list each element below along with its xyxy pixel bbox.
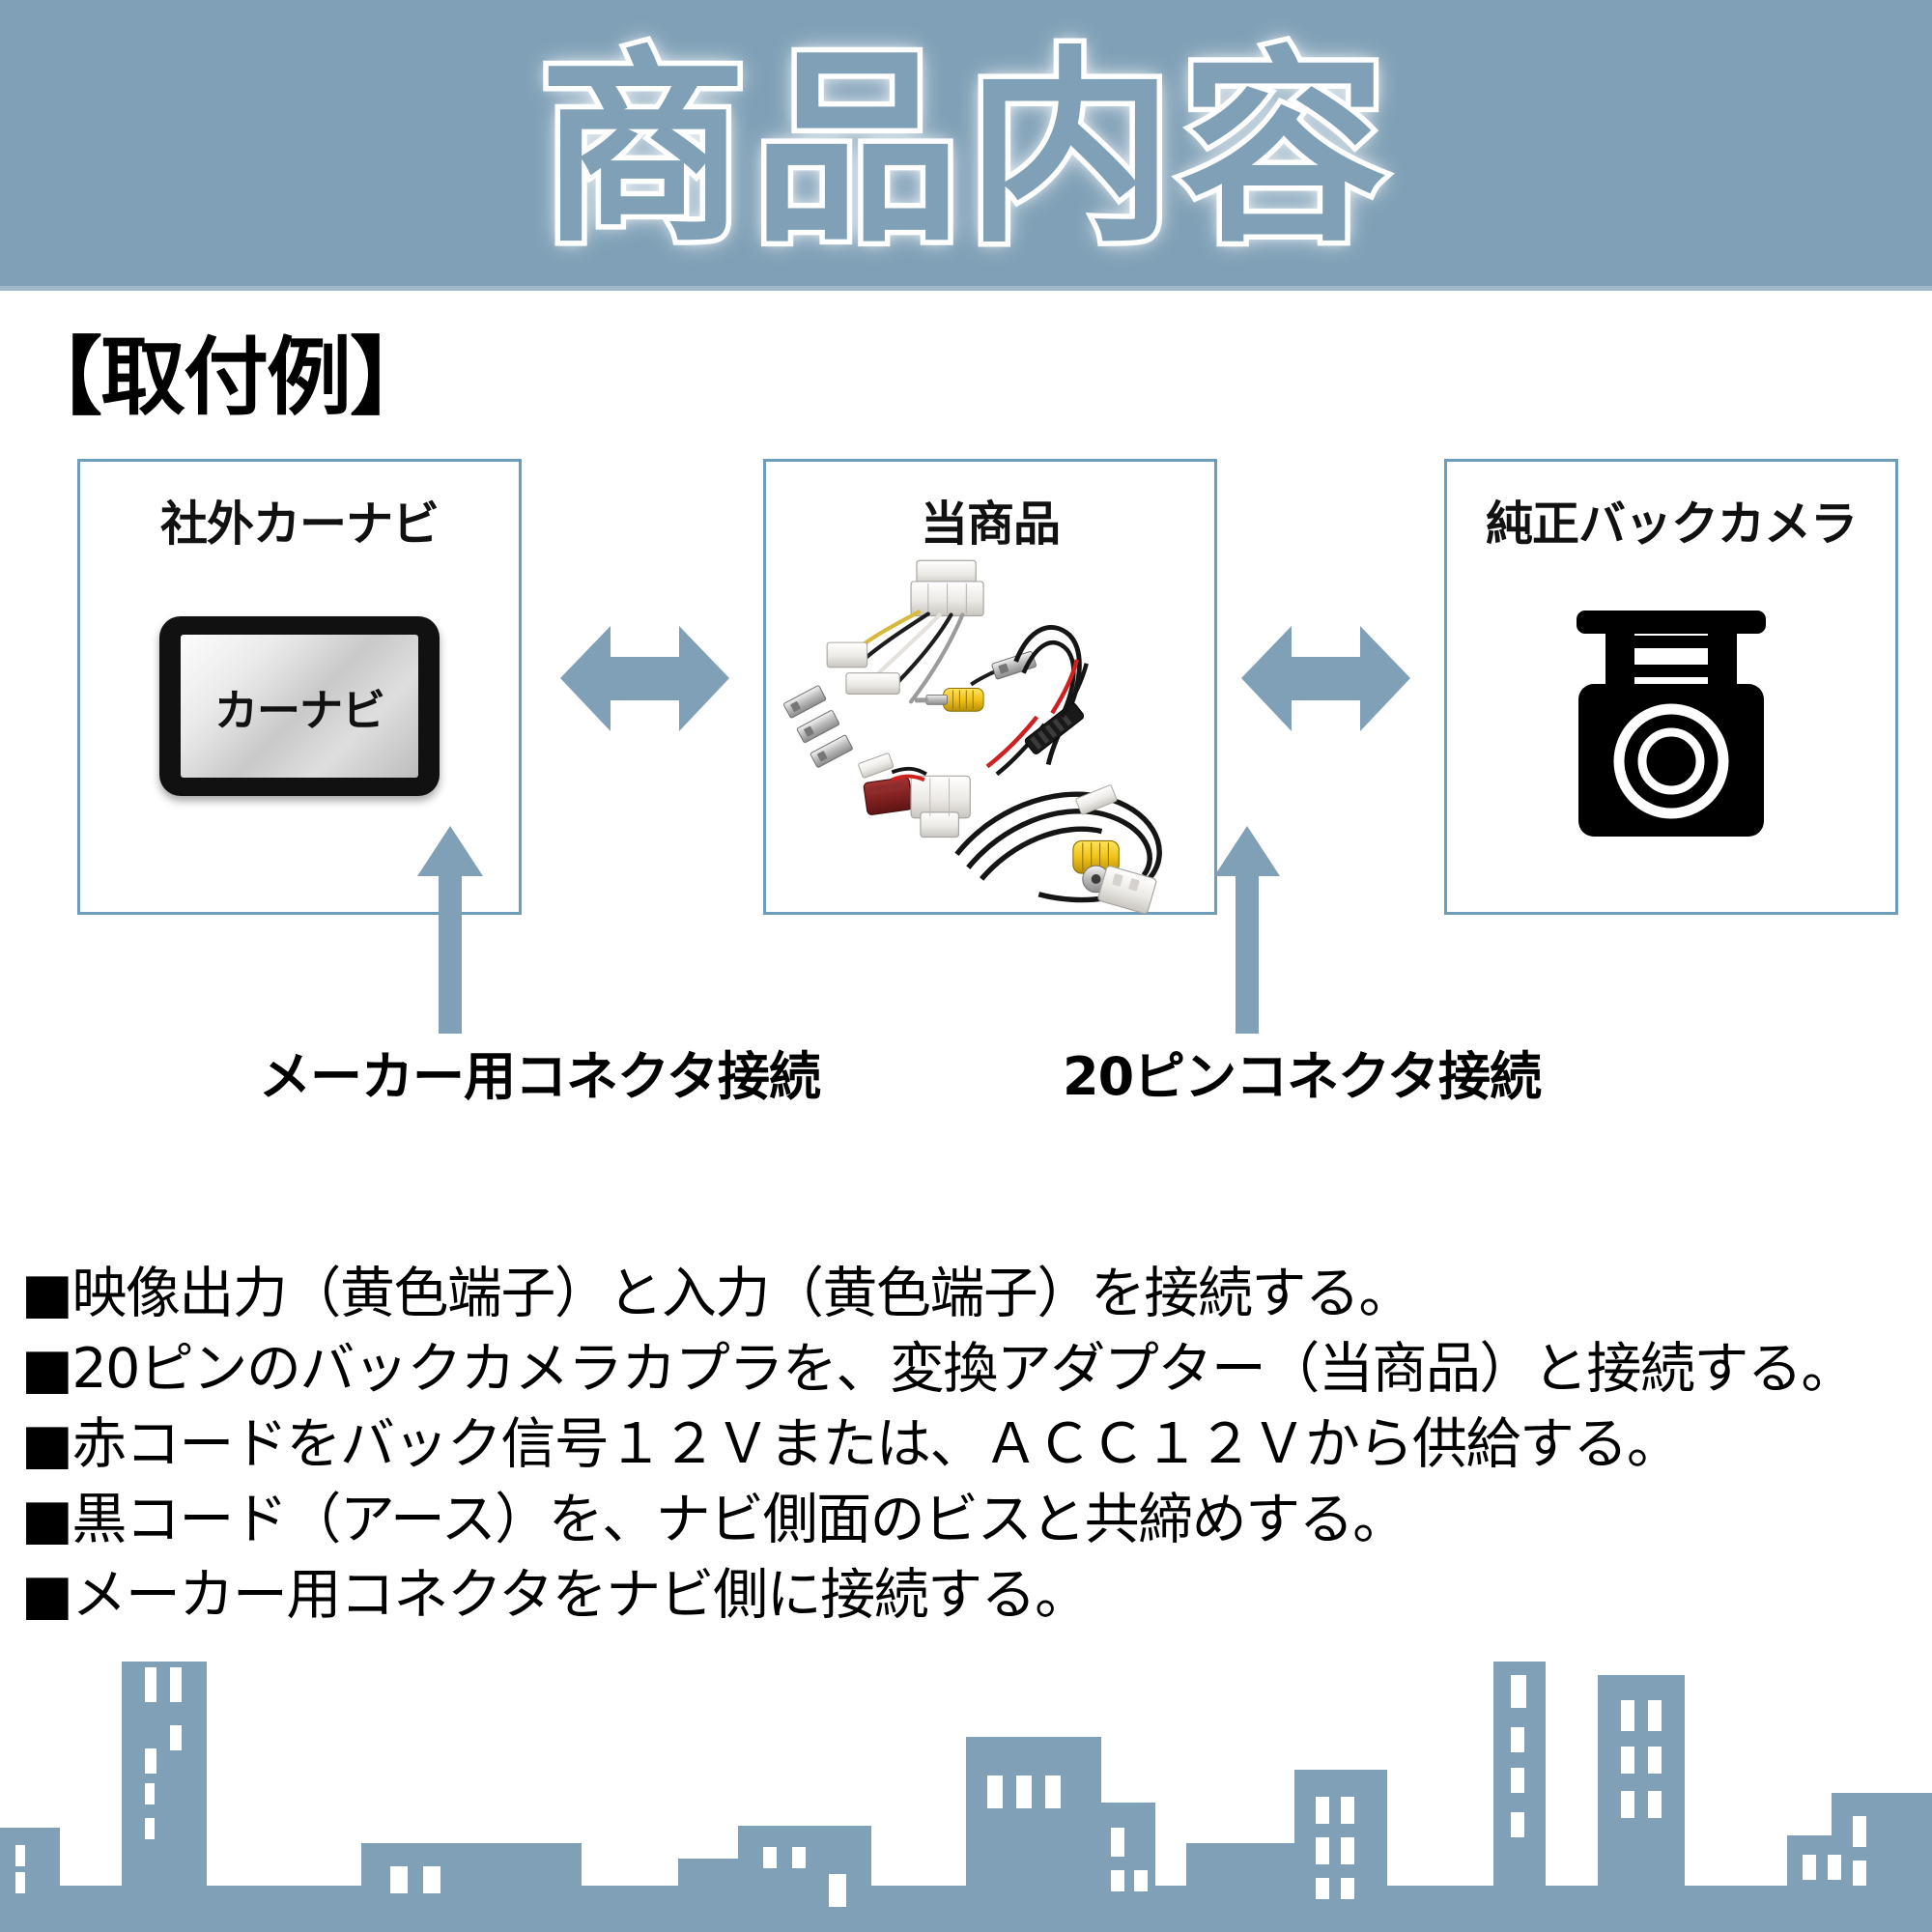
back-camera-icon (1577, 611, 1766, 837)
up-arrow-maker-connector (417, 826, 483, 1034)
double-arrow-product-to-camera (1241, 626, 1410, 731)
note-line: ■20ピンのバックカメラカプラを、変換アダプター（当商品）と接続する。 (21, 1337, 1856, 1401)
spade-terminals (783, 685, 853, 768)
city-skyline-decoration (0, 1662, 1932, 1932)
box-label-genuine-back-camera: 純正バックカメラ (1485, 497, 1858, 552)
diagram-box-aftermarket-navigation: 社外カーナビ カーナビ (77, 459, 522, 915)
white-connector-secondary (910, 775, 971, 838)
diagram-box-this-product: 当商品 (763, 459, 1217, 915)
diagram-box-genuine-back-camera: 純正バックカメラ (1444, 459, 1898, 915)
page-header: 商品内容 (0, 0, 1932, 290)
header-divider (0, 286, 1932, 291)
note-line: ■メーカー用コネクタをナビ側に接続する。 (21, 1563, 1090, 1627)
callout-label-maker-connector: メーカー用コネクタ接続 (259, 1046, 821, 1107)
red-connector (863, 777, 914, 815)
skyline-authoritative (0, 1662, 1932, 1932)
white-housing-small-a (826, 641, 868, 668)
white-connector-main (910, 559, 984, 617)
double-arrow-nav-to-product (560, 626, 729, 731)
wiring-harness-photo (783, 559, 1162, 915)
section-title: 【取付例】 (17, 327, 435, 427)
nav-screen-surface: カーナビ (181, 635, 418, 778)
car-navigation-screen-icon: カーナビ (159, 616, 440, 796)
up-arrow-20pin-connector (1214, 826, 1280, 1034)
rca-male-plug-yellow (915, 667, 1002, 712)
note-line: ■映像出力（黄色端子）と入力（黄色端子）を接続する。 (21, 1262, 1413, 1325)
box-label-this-product: 当商品 (920, 497, 1061, 552)
rca-female-jack-yellow (1072, 839, 1120, 894)
page-title: 商品内容 (534, 27, 1393, 270)
white-connector-bottom (1097, 866, 1157, 915)
nav-screen-label: カーナビ (213, 684, 385, 736)
inline-module (985, 659, 1089, 777)
instruction-notes-list: ■映像出力（黄色端子）と入力（黄色端子）を接続する。 ■20ピンのバックカメラカ… (21, 1256, 1915, 1633)
white-housing-small-b (845, 672, 900, 695)
callout-label-20pin-connector: 20ピンコネクタ接続 (1063, 1046, 1542, 1107)
spade-terminal-upper (991, 651, 1037, 680)
note-line: ■黒コード（アース）を、ナビ側面のビスと共締めする。 (21, 1488, 1407, 1551)
box-label-aftermarket-navigation: 社外カーナビ (159, 497, 440, 552)
note-line: ■赤コードをバック信号１２Ｖまたは、ＡＣＣ１２Ｖから供給する。 (21, 1412, 1682, 1476)
